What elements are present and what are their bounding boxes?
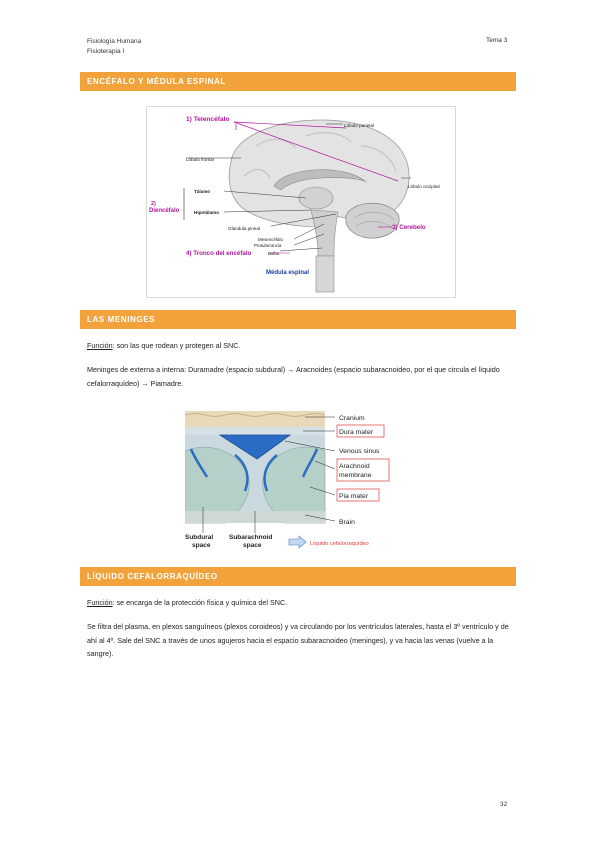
label-arachnoid-1: Arachnoid: [339, 463, 370, 470]
label-cerebelo: 3) Cerebelo: [392, 224, 426, 231]
label-subarachnoid-1: Subarachnoid: [229, 534, 272, 541]
subject-title: Fisiología Humana: [87, 38, 142, 45]
arrow-icon: [288, 535, 307, 549]
label-lobulo-parietal: Lóbulo parietal: [344, 123, 374, 128]
label-cranium: Cranium: [339, 415, 365, 422]
lcr-body-paragraph: Se filtra del plasma, en plexos sanguíne…: [87, 622, 509, 658]
label-pia-mater: Pia mater: [339, 493, 369, 500]
meninges-function-label: Función: [87, 341, 113, 350]
label-hipotalamo: Hipotálamo: [194, 210, 219, 215]
section-heading-encefalo: ENCÉFALO Y MÉDULA ESPINAL: [80, 72, 516, 91]
meninges-function-text: : son las que rodean y protegen al SNC.: [112, 341, 241, 350]
topic-label: Tema 3: [486, 37, 508, 44]
meninges-diagram: Cranium Dura mater Venous sinus Arachnoi…: [185, 411, 390, 549]
label-lcr: Líquido cefalorraquídeo: [310, 541, 369, 547]
lcr-function-label: Función: [87, 598, 113, 607]
course-title: Fisioterapia I: [87, 48, 125, 55]
label-diencefalo: Diencéfalo: [149, 208, 180, 214]
label-subdural-2: space: [192, 542, 211, 549]
label-tronco: 4) Tronco del encéfalo: [186, 250, 252, 257]
label-brain: Brain: [339, 519, 355, 526]
label-glandula-pineal: Glándula pineal: [228, 226, 260, 231]
label-medula: Médula espinal: [266, 270, 309, 276]
label-subarachnoid-2: space: [243, 542, 262, 549]
label-protuberancia: Protuberancia: [254, 243, 282, 248]
label-venous-sinus: Venous sinus: [339, 448, 380, 455]
label-lobulo-frontal: Lóbulo frontal: [186, 157, 214, 162]
page-number: 32: [500, 801, 508, 808]
brain-diagram: 1) Telencéfalo Lóbulo parietal Lóbulo fr…: [146, 106, 456, 298]
label-diencefalo-num: 2): [151, 201, 156, 207]
meninges-order-paragraph: Meninges de externa a interna: Duramadre…: [87, 365, 500, 388]
lcr-function-paragraph: Función: se encarga de la protección fís…: [87, 596, 512, 610]
lcr-function-text: : se encarga de la protección física y q…: [112, 598, 288, 607]
meninges-function-paragraph: Función: son las que rodean y protegen a…: [87, 339, 512, 353]
label-telencefalo: 1) Telencéfalo: [186, 116, 229, 123]
label-lobulo-occipital: Lóbulo occipital: [408, 184, 440, 189]
label-talamo: Tálamo: [194, 189, 210, 194]
label-arachnoid-2: membrane: [339, 472, 372, 479]
label-mesencefalo: Mesencéfalo: [258, 237, 283, 242]
section-heading-lcr: LÍQUIDO CEFALORRAQUÍDEO: [80, 567, 516, 586]
section-heading-meninges: LAS MENINGES: [80, 310, 516, 329]
page-header-left: Fisiología Humana Fisioterapia I: [87, 37, 141, 57]
label-subdural-1: Subdural: [185, 534, 213, 541]
label-bulbo: Bulbo: [268, 251, 280, 256]
label-dura-mater: Dura mater: [339, 429, 374, 436]
